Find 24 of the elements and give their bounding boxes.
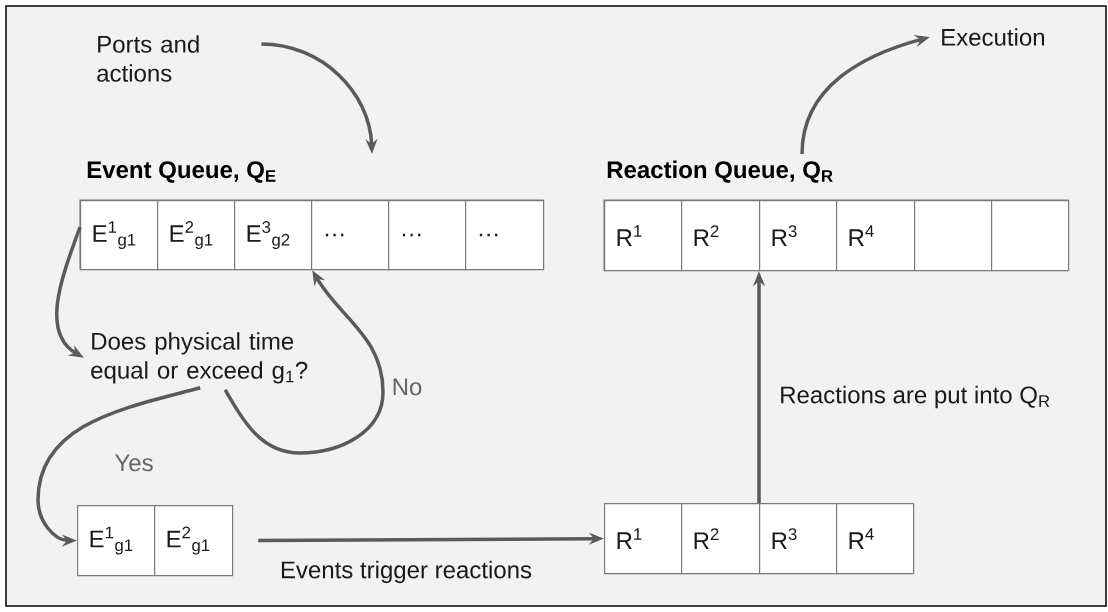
queue-cell: … — [388, 200, 467, 271]
text-label: Does physical time equal or exceed g$_{1}$? — [91, 332, 308, 384]
edge-label: Yes — [112, 452, 156, 474]
queue-cell: R$^{1}$ — [604, 503, 683, 575]
queue-cell: R$^{2}$ — [681, 200, 761, 272]
queue-cell: R$^{1}$ — [604, 200, 683, 272]
queue-cell: … — [465, 200, 545, 271]
queue-cell: E$^{2}$g1 — [154, 505, 234, 577]
edge-label: Events trigger reactions — [277, 558, 535, 586]
queue-heading: Event Queue, Q$_{E}$ — [87, 161, 276, 183]
queue-cell: R$^{4}$ — [836, 503, 915, 575]
queue-cell: E$^{3}$g2 — [234, 200, 313, 271]
text-label: Execution — [942, 28, 1045, 46]
text-label: Ports and actions — [97, 35, 199, 82]
queue-cell: E$^{2}$g1 — [157, 200, 236, 271]
queue-cell: R$^{3}$ — [759, 503, 838, 575]
queue-cell: R$^{4}$ — [836, 200, 916, 272]
edge-label: Reactions are put into Q$_{R}$ — [777, 383, 1053, 411]
queue-cell: E$^{1}$g1 — [77, 505, 156, 577]
queue-cell: E$^{1}$g1 — [80, 200, 159, 271]
queue-cell: … — [311, 200, 390, 271]
queue-heading: Reaction Queue, Q$_{R}$ — [607, 160, 833, 183]
queue-cell: R$^{3}$ — [759, 200, 838, 272]
queue-cell: R$^{2}$ — [681, 503, 761, 575]
